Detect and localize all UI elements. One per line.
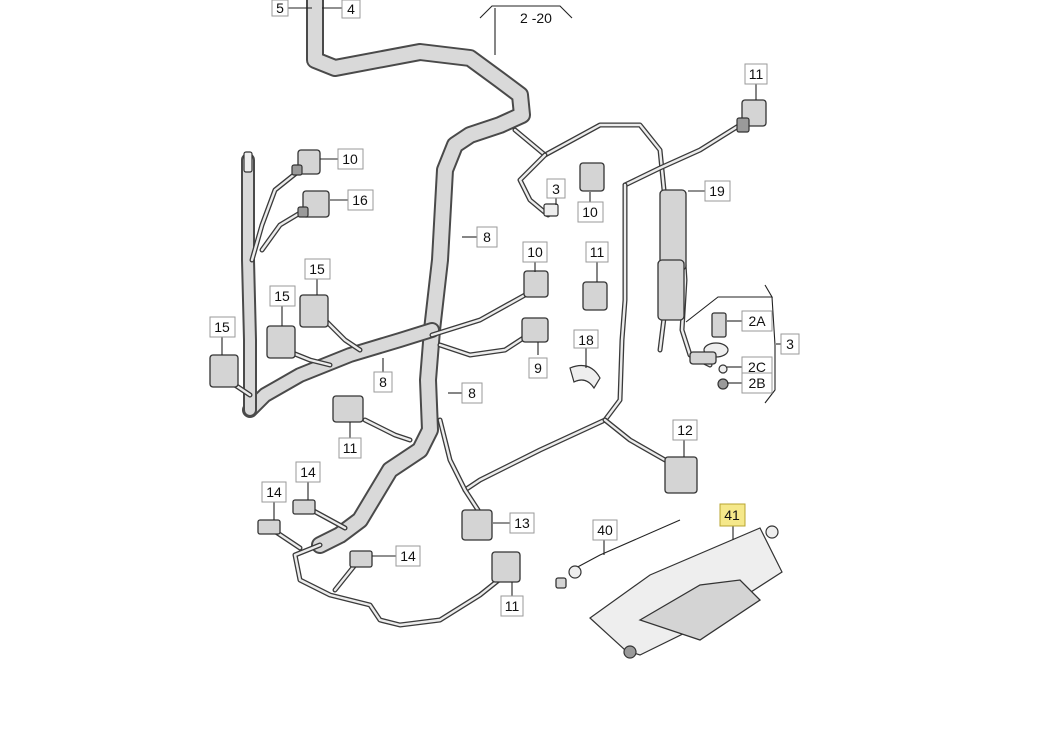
callout-15-mid: 15 — [269, 285, 296, 307]
svg-text:11: 11 — [749, 66, 764, 82]
svg-text:11: 11 — [505, 598, 520, 614]
clamp-18 — [569, 365, 601, 390]
svg-text:8: 8 — [379, 374, 387, 390]
svg-text:2A: 2A — [748, 313, 766, 329]
callout-2-20: 2 -20 — [520, 10, 552, 26]
callout-2C: 2C — [741, 356, 773, 378]
callout-40: 40 — [592, 519, 618, 541]
svg-text:19: 19 — [709, 183, 725, 199]
connector-11-top — [736, 99, 767, 133]
svg-text:3: 3 — [786, 336, 794, 352]
connector-14-b — [292, 499, 316, 515]
connector-10-left — [291, 149, 321, 176]
clamp-ring-3 — [689, 342, 729, 365]
connector-12 — [664, 456, 698, 494]
svg-text:2C: 2C — [748, 359, 766, 375]
connector-15-upper — [299, 294, 329, 328]
connector-14-a — [257, 519, 281, 535]
svg-text:18: 18 — [578, 332, 594, 348]
callout-11-center: 11 — [585, 241, 609, 263]
callout-14-b: 14 — [295, 461, 321, 483]
callout-3-right: 3 — [780, 333, 800, 355]
svg-text:11: 11 — [343, 440, 358, 456]
callout-3-mid: 3 — [546, 178, 566, 199]
svg-text:14: 14 — [300, 464, 316, 480]
callout-10-left: 10 — [337, 148, 364, 170]
svg-text:41: 41 — [724, 507, 740, 523]
connector-14-c — [349, 550, 373, 568]
svg-text:40: 40 — [597, 522, 613, 538]
callout-2A: 2A — [741, 310, 773, 332]
callout-15-left: 15 — [209, 316, 236, 338]
callout-18: 18 — [573, 329, 599, 349]
connector-13 — [461, 509, 493, 541]
svg-text:10: 10 — [582, 204, 598, 220]
bracket-41 — [589, 525, 783, 659]
connector-11-bottom — [491, 551, 521, 583]
svg-text:13: 13 — [514, 515, 530, 531]
callout-19: 19 — [704, 180, 731, 202]
callout-5: 5 — [271, 0, 289, 17]
svg-text:2B: 2B — [748, 375, 765, 391]
ground-strap-left — [243, 151, 253, 173]
callout-14-c: 14 — [395, 545, 421, 567]
svg-text:5: 5 — [276, 0, 284, 16]
callout-4: 4 — [341, 0, 361, 19]
svg-text:4: 4 — [347, 1, 355, 17]
bracket-2A — [711, 312, 727, 338]
svg-text:8: 8 — [468, 385, 476, 401]
main-harness — [241, 0, 531, 554]
svg-text:10: 10 — [342, 151, 358, 167]
svg-text:15: 15 — [309, 261, 325, 277]
connector-10-center — [523, 270, 549, 298]
callout-41[interactable]: 41 — [719, 503, 746, 527]
callout-8-lower-left: 8 — [373, 371, 393, 393]
svg-text:11: 11 — [590, 244, 605, 260]
callout-2B: 2B — [741, 372, 773, 394]
svg-text:14: 14 — [266, 484, 282, 500]
svg-text:14: 14 — [400, 548, 416, 564]
svg-text:15: 15 — [274, 288, 290, 304]
callout-11-top: 11 — [744, 63, 768, 85]
connector-15-mid — [266, 325, 296, 359]
callout-11-lower: 11 — [338, 437, 362, 459]
conduit-19 — [657, 189, 687, 321]
washer-2C — [718, 364, 728, 374]
callout-11-bottom: 11 — [500, 595, 524, 617]
callout-15-upper: 15 — [304, 258, 331, 280]
callout-8-upper: 8 — [476, 226, 498, 248]
callout-16: 16 — [347, 189, 374, 211]
callout-8-lower: 8 — [461, 382, 483, 404]
connector-9 — [521, 317, 549, 343]
svg-text:10: 10 — [527, 244, 543, 260]
callout-9: 9 — [528, 357, 548, 379]
svg-text:2 -20: 2 -20 — [520, 10, 552, 26]
svg-text:12: 12 — [677, 422, 693, 438]
ground-lug-3 — [543, 203, 559, 217]
connector-11-lower — [332, 395, 364, 423]
connector-15-left — [209, 354, 239, 388]
connector-11-center — [582, 281, 608, 311]
svg-text:3: 3 — [552, 181, 560, 197]
callout-10-center: 10 — [522, 241, 548, 263]
cable-tie-40 — [555, 519, 681, 589]
svg-text:15: 15 — [214, 319, 230, 335]
callout-12: 12 — [672, 419, 698, 441]
svg-text:16: 16 — [352, 192, 368, 208]
connector-10-mid — [579, 162, 605, 192]
callout-13: 13 — [509, 512, 535, 534]
callout-14-a: 14 — [261, 481, 287, 503]
svg-text:9: 9 — [534, 360, 542, 376]
svg-text:8: 8 — [483, 229, 491, 245]
leader-lines — [221, 5, 781, 596]
nut-2B — [717, 378, 729, 390]
callout-10-mid: 10 — [577, 201, 604, 223]
connector-16 — [297, 190, 330, 218]
